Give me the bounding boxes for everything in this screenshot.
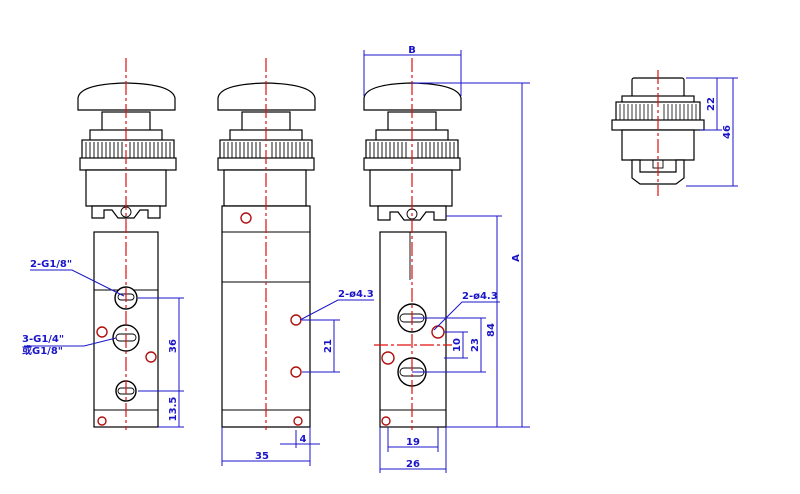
front-dim-36: 36 [168,339,179,353]
front-side-screw-left [96,326,108,338]
rear-mount-hole-right [431,325,445,339]
rear-view: B A 84 23 10 2-ø4.3 19 26 [363,45,530,473]
rear-callout-holes: 2-ø4.3 [462,291,498,302]
side-top-screw [240,212,252,224]
rear-dim-19: 19 [406,437,420,448]
side-mount-hole-bottom [290,366,302,378]
front-callout-inlet: 3-G1/4" [22,334,64,345]
top-dim-46: 46 [722,125,733,139]
top-dim-22: 22 [706,97,717,111]
top-view: 22 46 [611,70,738,196]
side-dim-4: 4 [300,434,307,445]
front-callout-inlet-alt: 或G1/8" [22,344,63,357]
rear-dim-a: A [511,254,522,262]
side-mount-hole-top [290,314,302,326]
front-mount-clip [91,205,161,219]
rear-dim-23: 23 [470,338,481,352]
front-side-screw-right [145,351,157,363]
rear-dim-10: 10 [452,338,463,352]
rear-dim-26: 26 [406,459,420,470]
side-dim-21: 21 [323,339,334,353]
rear-dim-b: B [408,45,416,56]
rear-dim-84: 84 [486,323,497,337]
front-knurl-lines [85,142,171,158]
front-callout-outlet: 2-G1/8" [30,259,72,270]
rear-mount-hole-left [381,351,395,365]
side-callout-holes: 2-ø4.3 [338,289,374,300]
side-view: 2-ø4.3 21 35 4 [217,58,374,466]
front-knurled-collar [81,139,175,161]
front-dim-13-5: 13.5 [168,397,179,422]
front-view: 2-G1/8" 3-G1/4" 或G1/8" 36 13.5 [22,58,184,430]
side-dim-35: 35 [255,451,269,462]
